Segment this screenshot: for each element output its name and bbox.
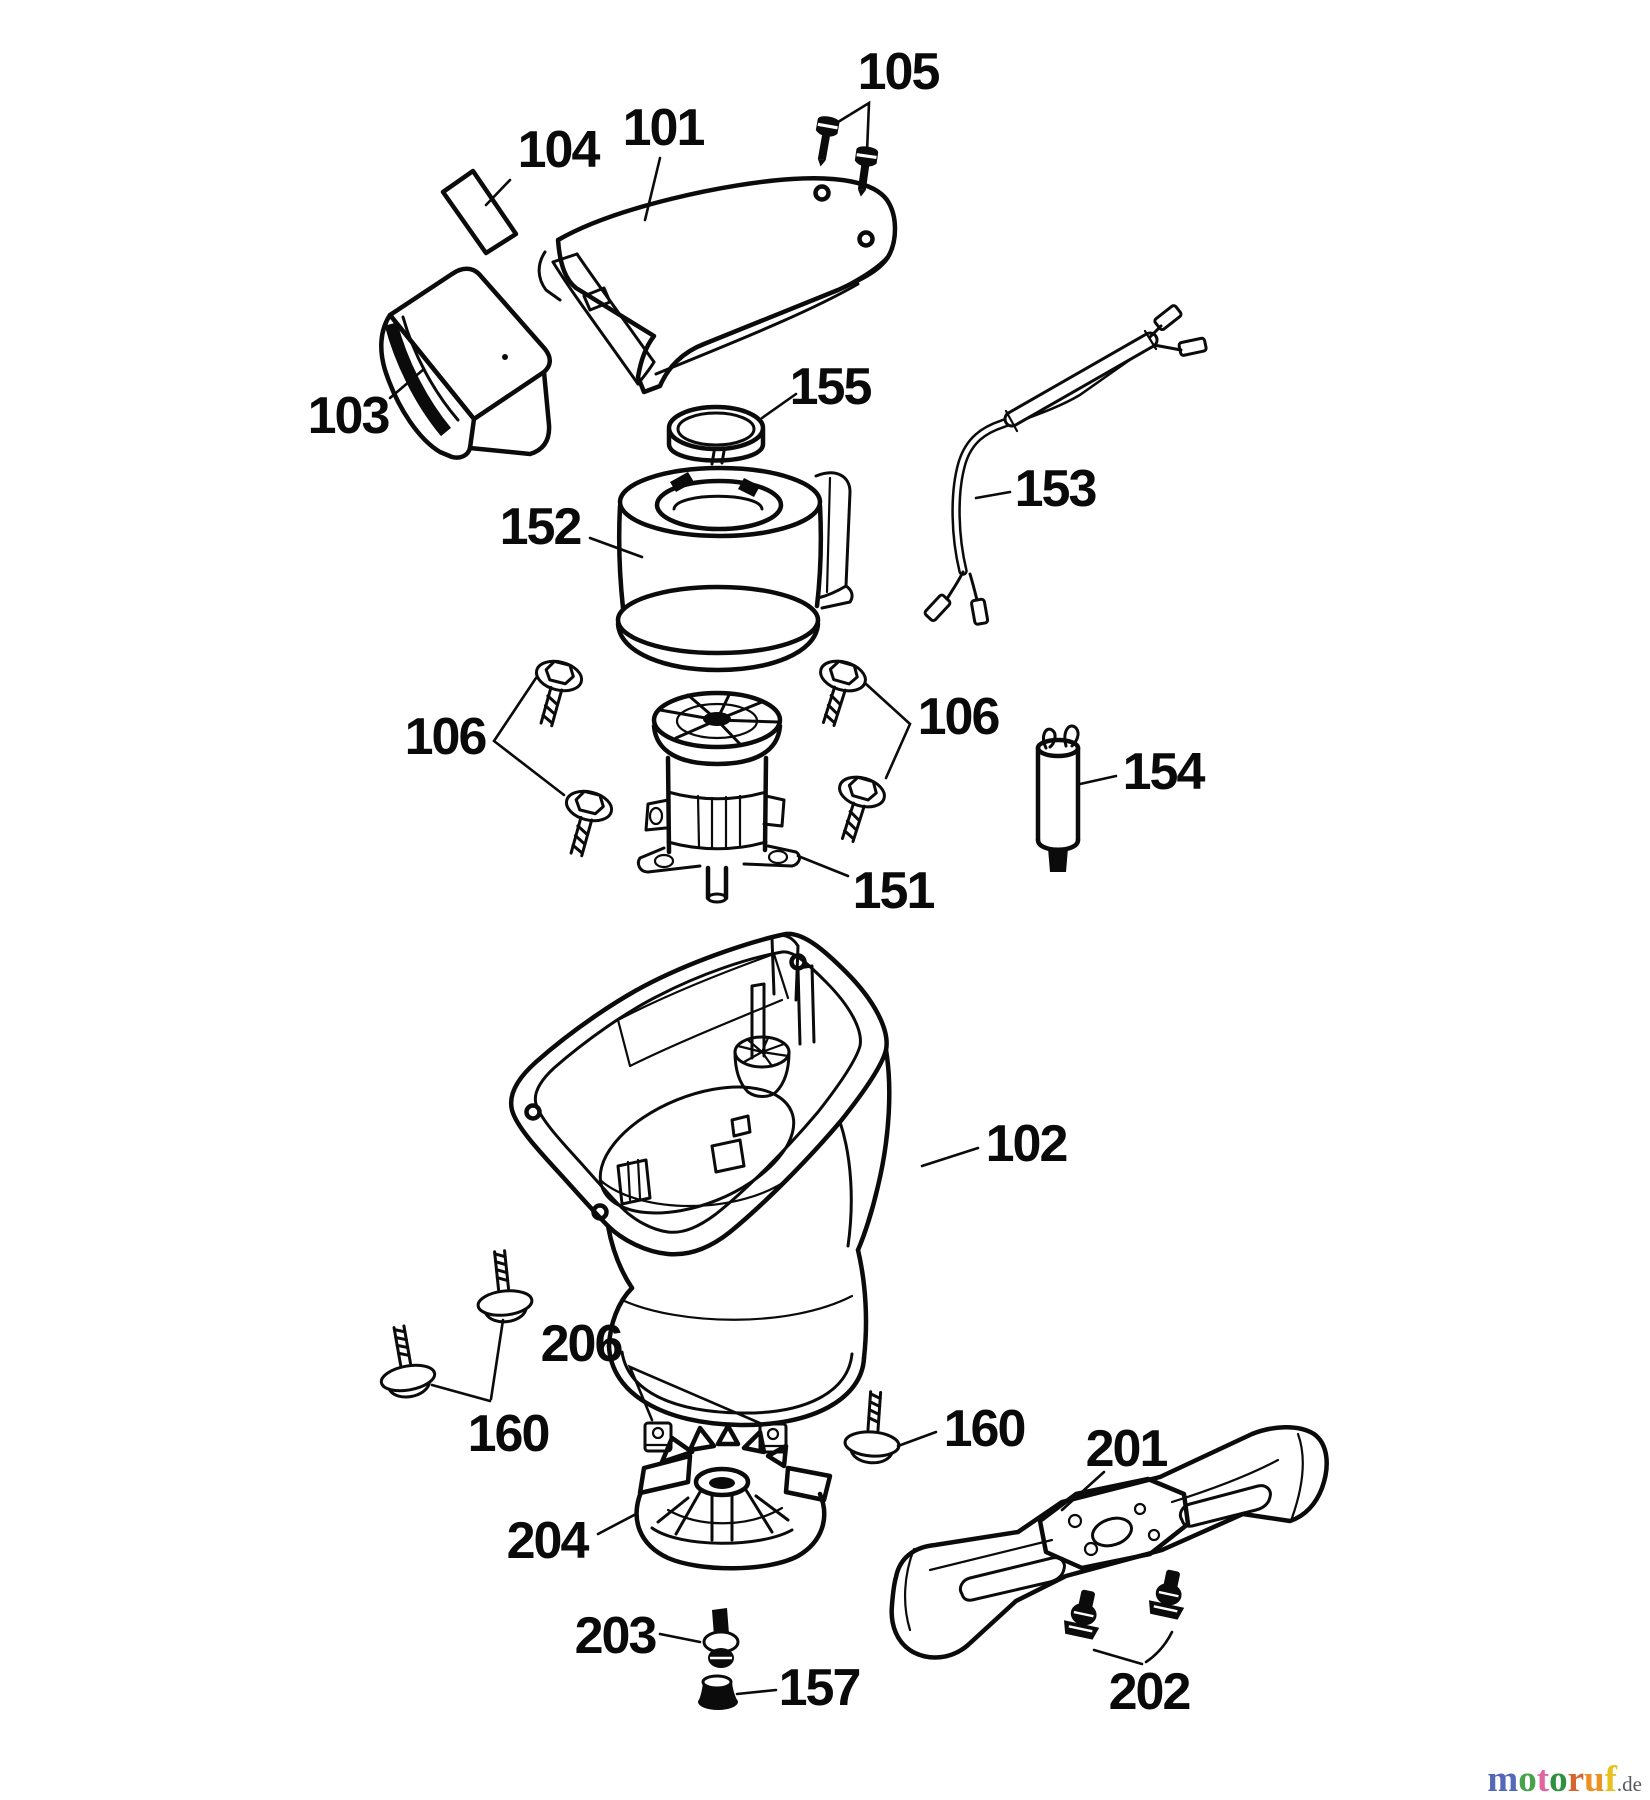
callout-101-1: 101 [622, 99, 706, 157]
part-152-motor-cover [615, 465, 854, 673]
leader-103 [388, 367, 426, 400]
leader-102 [920, 1146, 980, 1168]
leader-101 [643, 156, 662, 222]
leader-105 [836, 100, 871, 154]
callout-103-3: 103 [307, 387, 391, 445]
watermark-letter-5: u [1584, 1759, 1605, 1800]
part-102-deck-housing [508, 931, 892, 1428]
callout-203-17: 203 [574, 1607, 658, 1665]
leader-106-left [492, 676, 566, 797]
callout-151-10: 151 [852, 862, 936, 920]
leader-204 [596, 1512, 638, 1536]
callout-152-5: 152 [499, 498, 583, 556]
part-160-screw-right [842, 1388, 905, 1467]
leader-160-right [896, 1430, 938, 1448]
part-101-top-cover [537, 176, 898, 395]
leader-153 [974, 490, 1012, 500]
leader-202 [1092, 1630, 1174, 1666]
callout-202-19: 202 [1108, 1663, 1192, 1721]
callout-154-9: 154 [1122, 743, 1206, 801]
leader-152 [588, 536, 644, 559]
part-203-bolt [702, 1608, 740, 1668]
leader-154 [1078, 774, 1118, 786]
callout-105-0: 105 [857, 43, 941, 101]
leader-155 [760, 392, 798, 420]
part-160-screws-left [370, 1246, 536, 1403]
watermark-letter-1: o [1518, 1759, 1537, 1800]
leader-201 [1060, 1470, 1106, 1512]
leader-206 [627, 1364, 764, 1426]
callout-104-2: 104 [517, 121, 601, 179]
part-106-screws-left [523, 655, 617, 862]
watermark-letter-2: t [1536, 1759, 1550, 1800]
callout-102-11: 102 [985, 1115, 1069, 1173]
leader-104 [484, 178, 512, 207]
leader-151 [796, 854, 850, 878]
callout-204-16: 204 [506, 1512, 590, 1570]
watermark-letter-6: f [1604, 1759, 1617, 1800]
part-106-screws-right [805, 654, 890, 848]
callout-157-18: 157 [778, 1659, 862, 1717]
part-202-bolts [1060, 1565, 1193, 1642]
part-154-capacitor [1035, 724, 1081, 872]
part-157-cap [698, 1674, 738, 1710]
leader-203 [658, 1632, 702, 1644]
callout-160-13: 160 [467, 1405, 551, 1463]
callout-153-6: 153 [1014, 460, 1098, 518]
watermark-letter-4: r [1567, 1759, 1585, 1800]
watermark-suffix: .de [1616, 1772, 1642, 1796]
callout-206-12: 206 [540, 1315, 624, 1373]
part-201-blade [889, 1425, 1329, 1660]
part-155-ring [666, 404, 766, 466]
watermark: motoruf.de [1487, 1761, 1642, 1798]
leader-160-left [430, 1318, 505, 1403]
part-153-cable [923, 304, 1208, 626]
callout-106-8: 106 [917, 688, 1001, 746]
part-151-motor [636, 690, 801, 904]
watermark-letter-3: o [1549, 1759, 1568, 1800]
callout-155-4: 155 [789, 358, 873, 416]
callout-160-14: 160 [943, 1400, 1027, 1458]
leader-157 [735, 1688, 778, 1696]
part-104-sticker [440, 168, 519, 256]
part-204-fan [634, 1423, 833, 1571]
callout-201-15: 201 [1085, 1420, 1169, 1478]
callout-106-7: 106 [404, 708, 488, 766]
part-103-rear-flap [379, 266, 552, 460]
leader-106-right [864, 682, 912, 780]
watermark-letter-0: m [1487, 1759, 1519, 1800]
